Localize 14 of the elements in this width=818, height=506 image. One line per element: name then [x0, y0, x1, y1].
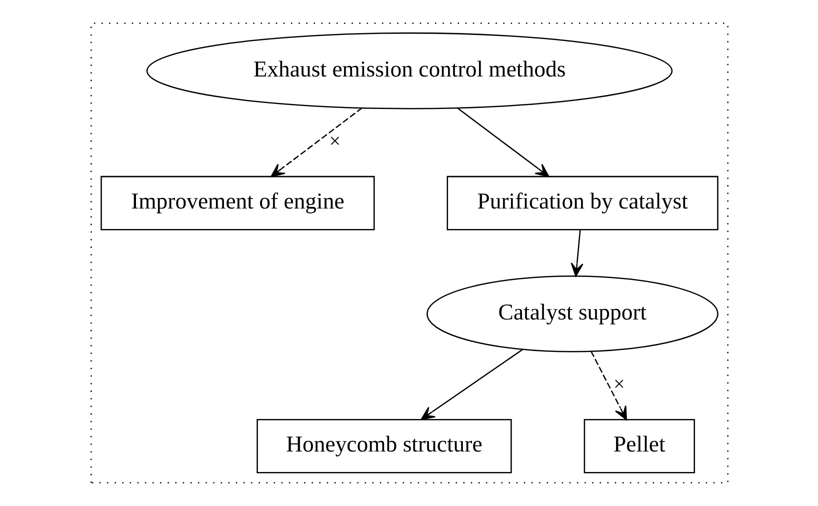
node-ellipse: Exhaust emission control methods: [146, 32, 672, 110]
node-box: Honeycomb structure: [256, 418, 512, 474]
arrow: [590, 351, 626, 420]
arrow: [270, 107, 362, 178]
node-ellipse: Catalyst support: [426, 275, 718, 352]
node-box: Purification by catalyst: [446, 176, 718, 230]
edge-label: ×: [328, 130, 340, 152]
arrow: [420, 348, 523, 420]
edge-label: ×: [613, 373, 624, 396]
node-box: Pellet: [583, 418, 694, 474]
arrow: [456, 107, 549, 178]
cluster: [90, 22, 728, 484]
arrow: [570, 230, 583, 277]
node-box: Improvement of engine: [100, 176, 374, 230]
